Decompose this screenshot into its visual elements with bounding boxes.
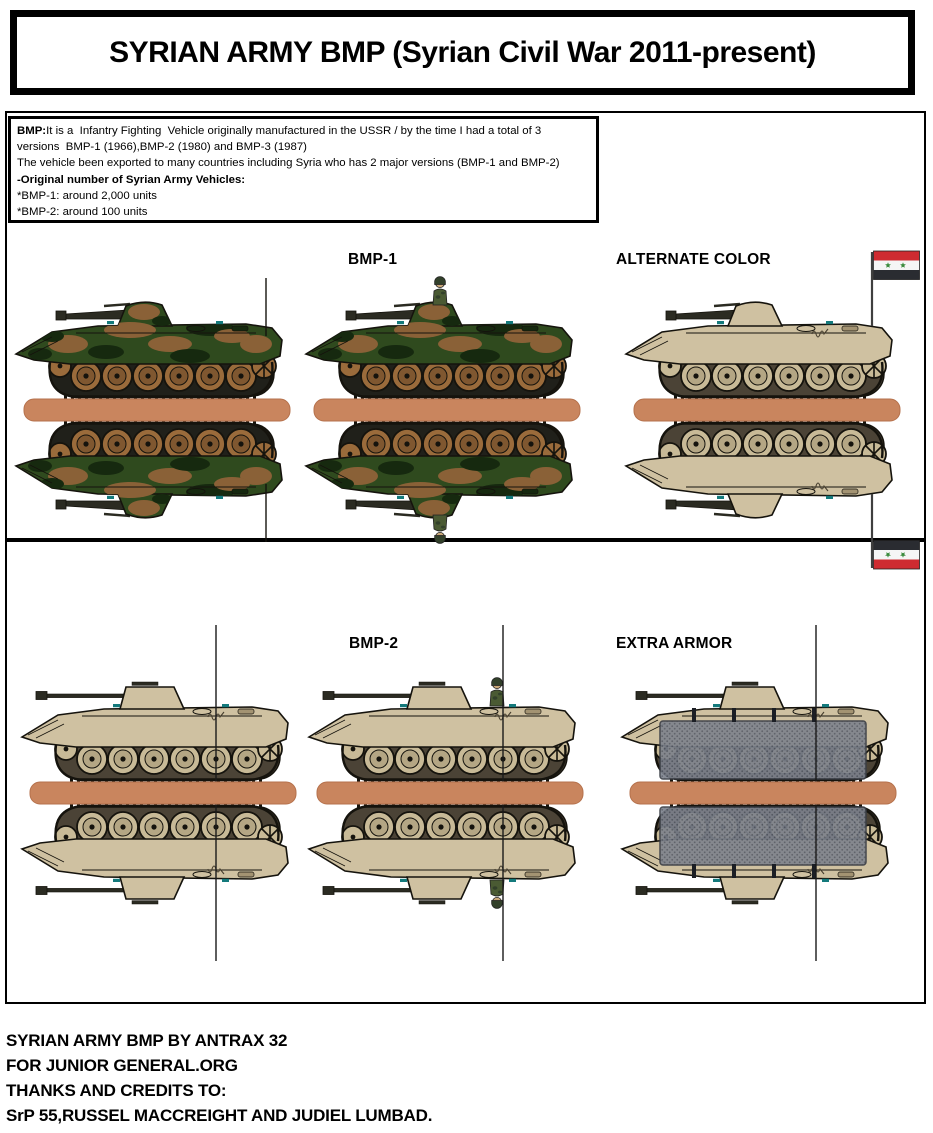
figure-bmp1-alternate-color bbox=[616, 240, 922, 580]
title-banner: SYRIAN ARMY BMP (Syrian Civil War 2011-p… bbox=[10, 10, 915, 95]
section-bmp1 bbox=[5, 111, 926, 540]
figure-bmp1-camo bbox=[6, 240, 312, 580]
label-extra-armor: EXTRA ARMOR bbox=[616, 635, 733, 652]
figure-bmp2-plain bbox=[12, 623, 318, 963]
figure-bmp2-commander bbox=[299, 623, 605, 963]
info-box: BMP:It is a Infantry Fighting Vehicle or… bbox=[8, 116, 599, 223]
credit-line-3: THANKS AND CREDITS TO: bbox=[6, 1081, 227, 1100]
label-bmp2: BMP-2 bbox=[349, 635, 399, 652]
credit-line-4: SrP 55,RUSSEL MACCREIGHT AND JUDIEL LUMB… bbox=[6, 1106, 433, 1125]
info-line-2: versions BMP-1 (1966),BMP-2 (1980) and B… bbox=[17, 141, 307, 154]
figure-bmp1-camo-commander bbox=[296, 240, 602, 580]
credit-line-1: SYRIAN ARMY BMP BY ANTRAX 32 bbox=[6, 1031, 288, 1050]
credits: SYRIAN ARMY BMP BY ANTRAX 32 FOR JUNIOR … bbox=[6, 1028, 432, 1128]
label-bmp1: BMP-1 bbox=[348, 251, 398, 268]
info-line-5: *BMP-1: around 2,000 units bbox=[17, 189, 157, 202]
info-line-1: BMP:It is a Infantry Fighting Vehicle or… bbox=[17, 125, 542, 137]
info-line-6: *BMP-2: around 100 units bbox=[17, 206, 148, 219]
page-title: SYRIAN ARMY BMP (Syrian Civil War 2011-p… bbox=[109, 35, 816, 69]
info-line-4: -Original number of Syrian Army Vehicles… bbox=[17, 173, 246, 186]
figure-bmp2-extra-armor bbox=[612, 623, 918, 963]
label-alternate-color: ALTERNATE COLOR bbox=[616, 251, 771, 268]
info-line-3: The vehicle been exported to many countr… bbox=[17, 157, 560, 170]
section-bmp2 bbox=[5, 540, 926, 1004]
credit-line-2: FOR JUNIOR GENERAL.ORG bbox=[6, 1056, 238, 1075]
